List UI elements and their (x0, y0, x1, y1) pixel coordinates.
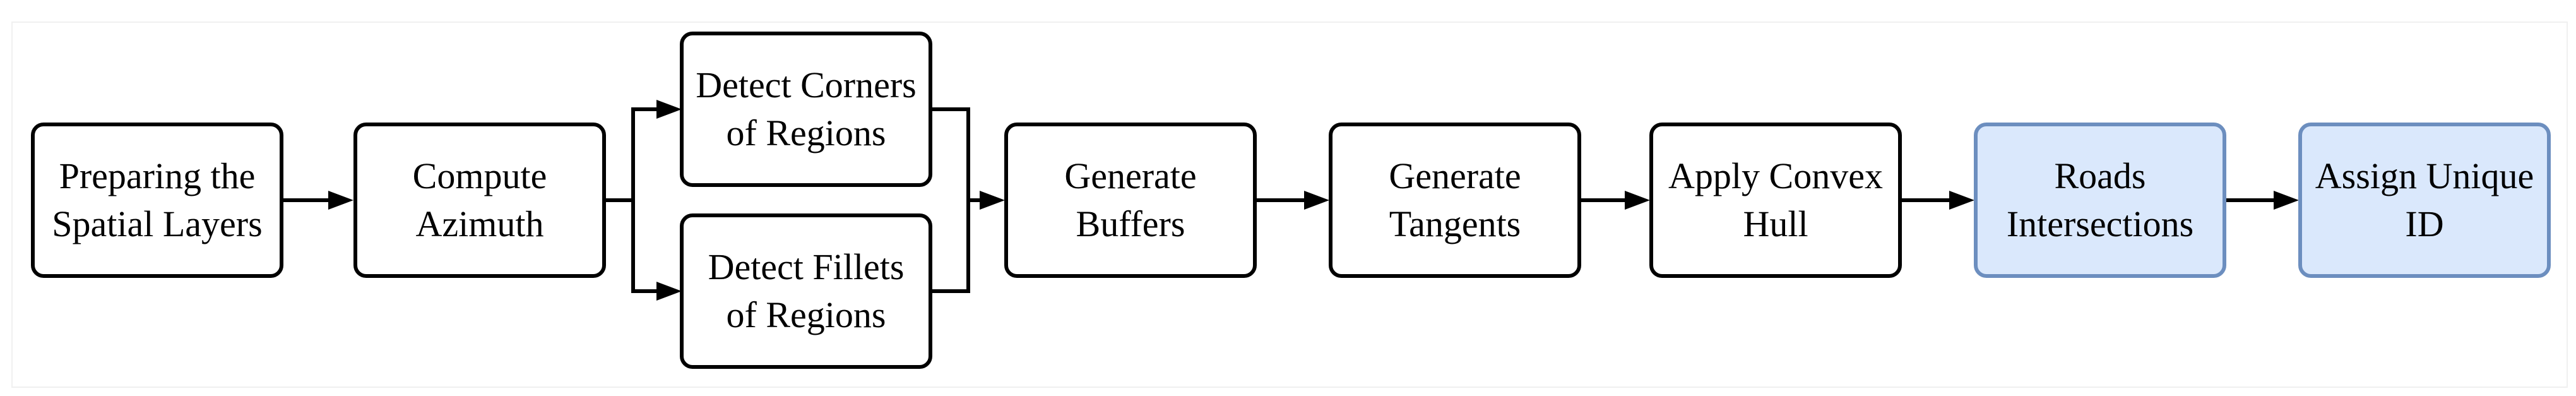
node-label: Compute Azimuth (412, 155, 547, 244)
edge-hull-roads (1900, 191, 1974, 210)
edge-prep-azimuth (282, 191, 353, 210)
node-label: Generate Buffers (1064, 155, 1197, 244)
node-compute-azimuth: Compute Azimuth (353, 123, 606, 278)
node-label: Roads Intersections (2006, 155, 2194, 244)
diagram-frame (11, 21, 2568, 388)
node-detect-corners: Detect Corners of Regions (680, 32, 932, 187)
edge-buffers-tangents (1255, 191, 1329, 210)
node-assign-unique-id: Assign Unique ID (2298, 123, 2551, 278)
edge-tangents-hull (1579, 191, 1650, 210)
node-label: Assign Unique ID (2315, 155, 2534, 244)
node-label: Generate Tangents (1389, 155, 1521, 244)
node-label: Detect Fillets of Regions (708, 246, 905, 335)
node-label: Detect Corners of Regions (696, 64, 917, 153)
edge-azimuth-fork (604, 100, 682, 301)
node-label: Apply Convex Hull (1668, 155, 1883, 244)
node-label: Preparing the Spatial Layers (52, 155, 263, 244)
node-generate-buffers: Generate Buffers (1004, 123, 1257, 278)
node-roads-intersections: Roads Intersections (1974, 123, 2226, 278)
node-detect-fillets: Detect Fillets of Regions (680, 213, 932, 369)
edge-roads-uid (2224, 191, 2299, 210)
node-preparing-spatial-layers: Preparing the Spatial Layers (31, 123, 283, 278)
node-generate-tangents: Generate Tangents (1329, 123, 1581, 278)
edge-merge-buffers (930, 107, 1005, 293)
node-apply-convex-hull: Apply Convex Hull (1649, 123, 1902, 278)
